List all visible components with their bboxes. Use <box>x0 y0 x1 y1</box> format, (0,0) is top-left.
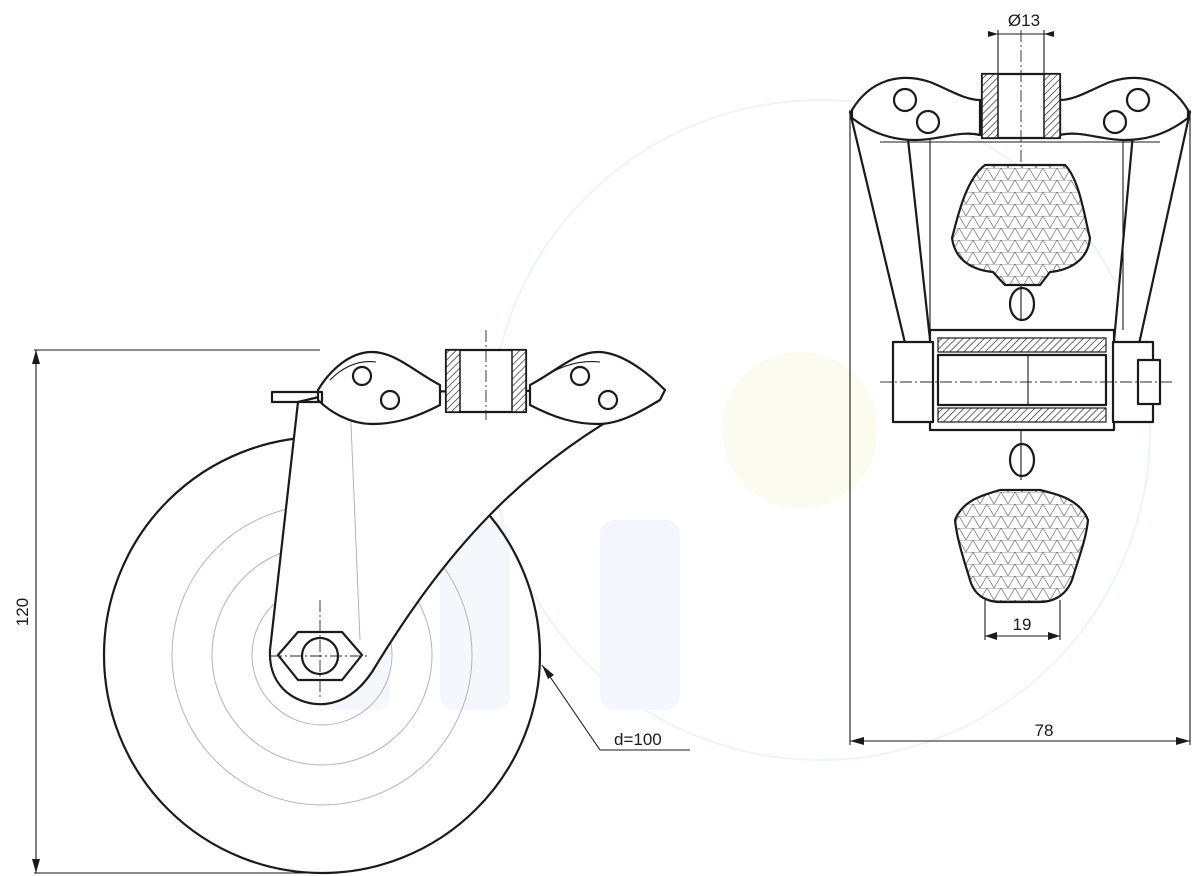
width-dimension <box>849 110 1191 745</box>
diameter-leader <box>541 664 690 751</box>
fork-leg <box>268 388 667 706</box>
width-dimension-label: 78 <box>1035 721 1054 740</box>
bore-dimension-label: Ø13 <box>1008 11 1040 30</box>
top-plate-front <box>850 76 1190 143</box>
tyre-upper <box>950 163 1092 287</box>
bore-dimension <box>988 30 1054 74</box>
height-dimension-label: 120 <box>13 598 32 626</box>
kingpin-bush-front <box>980 30 1062 180</box>
tyre-lower <box>953 488 1090 604</box>
front-view <box>848 30 1192 745</box>
wheel-diameter-label: d=100 <box>614 730 662 749</box>
kingpin-bush-side <box>444 330 528 420</box>
side-view <box>32 330 690 875</box>
tread-dimension <box>984 600 1061 640</box>
top-plate-side <box>270 350 667 426</box>
height-dimension <box>32 349 320 874</box>
axle-nut-side <box>270 600 370 700</box>
hub-front <box>880 286 1175 480</box>
tread-width-label: 19 <box>1013 615 1032 634</box>
